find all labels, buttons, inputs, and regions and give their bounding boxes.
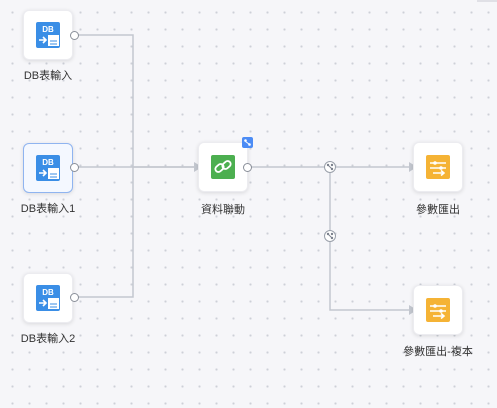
parameter-export-icon <box>426 298 450 322</box>
parameter-export-icon <box>426 155 450 179</box>
node-data-join[interactable] <box>198 142 248 192</box>
edge-db1-join <box>78 34 200 168</box>
node-label: 參數匯出 <box>416 204 460 216</box>
node-db-output-port[interactable] <box>70 163 79 172</box>
node-parameter-export[interactable] <box>413 142 463 192</box>
branch-icon <box>244 139 251 146</box>
node-parameter-export-copy[interactable] <box>413 285 463 335</box>
svg-text:DB: DB <box>42 158 54 167</box>
canvas-top-edge <box>477 0 497 2</box>
node-db-output-port[interactable] <box>70 31 79 40</box>
branch-icon <box>326 163 334 171</box>
database-input-icon: DB <box>36 22 60 48</box>
branch-badge-icon[interactable] <box>242 137 253 148</box>
database-input-icon: DB <box>36 155 60 181</box>
node-join-output-port[interactable] <box>243 163 252 172</box>
edge-junction-icon[interactable] <box>324 161 336 173</box>
edge-junction-icon[interactable] <box>324 230 336 242</box>
node-label: 資料聯動 <box>201 204 245 216</box>
node-db-input[interactable]: DB <box>23 10 73 60</box>
node-db-output-port[interactable] <box>70 293 79 302</box>
edge-db3-join <box>78 167 134 298</box>
node-db-input-1[interactable]: DB <box>23 143 73 193</box>
link-chain-icon <box>211 155 235 179</box>
database-input-icon: DB <box>36 285 60 311</box>
node-label: DB表輸入2 <box>20 333 76 345</box>
node-label: DB表輸入1 <box>20 203 76 215</box>
svg-text:DB: DB <box>42 25 54 34</box>
node-label: DB表輸入 <box>23 70 73 82</box>
node-label: 參數匯出-複本 <box>403 346 473 358</box>
svg-text:DB: DB <box>42 288 54 297</box>
node-db-input-2[interactable]: DB <box>23 273 73 323</box>
edge-join-out2 <box>329 167 416 311</box>
branch-icon <box>326 232 334 240</box>
